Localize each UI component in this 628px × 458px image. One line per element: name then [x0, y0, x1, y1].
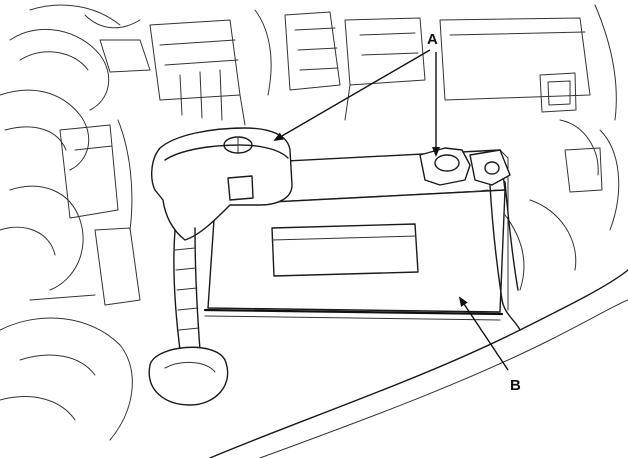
engine-bay-background [0, 4, 628, 458]
callout-a-leader-left [273, 49, 431, 142]
negative-terminal [419, 147, 521, 331]
callout-label-b: B [510, 377, 521, 394]
leader-lines [273, 49, 509, 371]
positive-terminal-cover [148, 127, 293, 406]
callout-label-a: A [427, 31, 438, 48]
callout-b-leader [458, 296, 509, 371]
